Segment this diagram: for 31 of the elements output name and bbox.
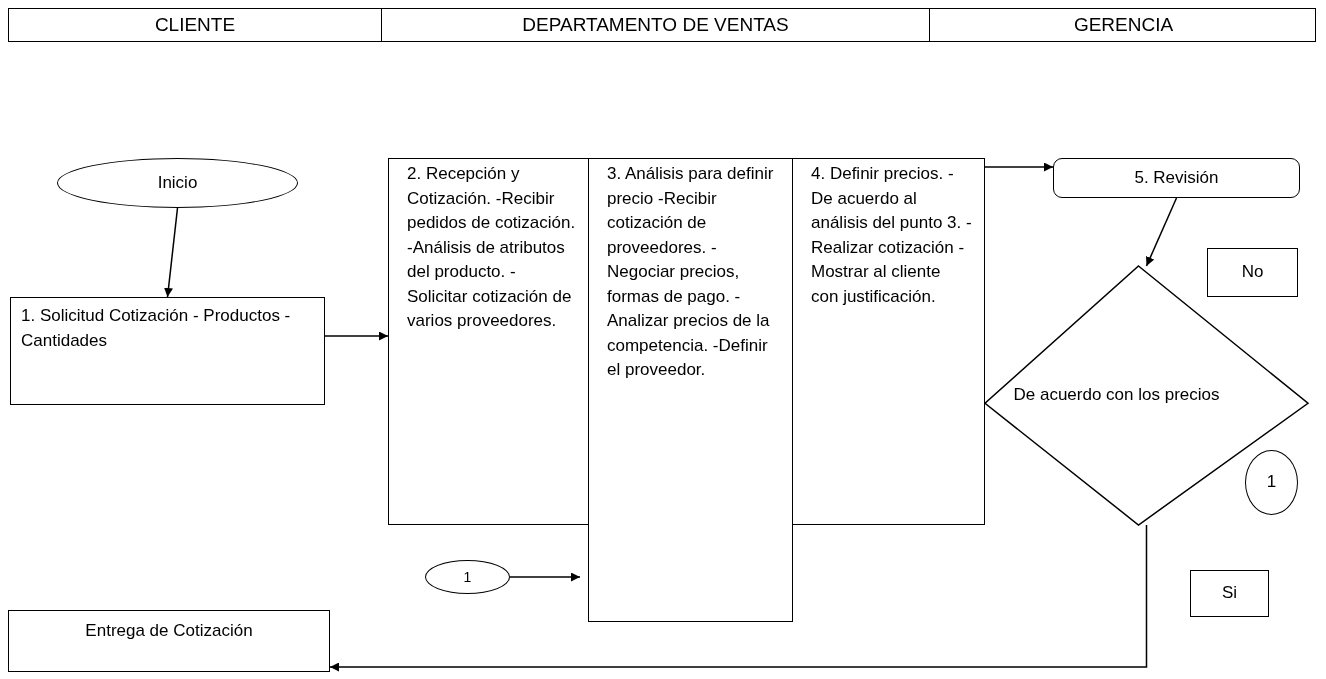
node-text: 2. Recepción y Cotización. -Recibir pedidos de cotización. -Análisis de atributos del producto. -Solicitar cotización de varios proveedores. (407, 163, 576, 332)
arrow (984, 162, 1054, 172)
node-text: 1. Solicitud Cotización - Productos -Cantidades (21, 305, 292, 352)
arrow (164, 207, 179, 298)
arrow (329, 524, 1148, 672)
arrow (1145, 197, 1178, 267)
column-header: GERENCIA (929, 9, 1317, 41)
node-text: 1 (1266, 471, 1277, 494)
arrow (324, 331, 389, 341)
column-header: CLIENTE (153, 13, 237, 37)
node-text: 4. Definir precios. -De acuerdo al análisis del punto 3. -Realizar cotización -Mostrar al cliente con justificación. (811, 163, 972, 308)
process-box (792, 158, 985, 525)
connector-circle (1245, 450, 1298, 515)
decision-diamond (985, 266, 1308, 525)
node-text: 3. Análisis para definir precio -Recibir cotización de proveedores. -Negociar precios, formas de pago. -Analizar precios de la competencia. -Definir el proveedor. (607, 163, 775, 381)
node-text: No (1241, 261, 1264, 284)
branch-label-box (1190, 570, 1269, 617)
node-text: 5. Revisión (1134, 166, 1219, 189)
process-box (10, 297, 325, 405)
branch-label-box (1207, 248, 1298, 297)
node-text: Entrega de Cotización (85, 620, 253, 642)
process-box (1053, 158, 1300, 198)
node-text: 1 (463, 567, 472, 587)
process-box (8, 610, 330, 672)
process-box (588, 158, 793, 622)
column-header: DEPARTAMENTO DE VENTAS (381, 9, 929, 41)
node-text: De acuerdo con los precios (1013, 384, 1220, 407)
node-text: Inicio (157, 171, 198, 194)
process-box (388, 158, 589, 525)
arrow (509, 572, 581, 582)
node-text: Si (1221, 582, 1238, 605)
